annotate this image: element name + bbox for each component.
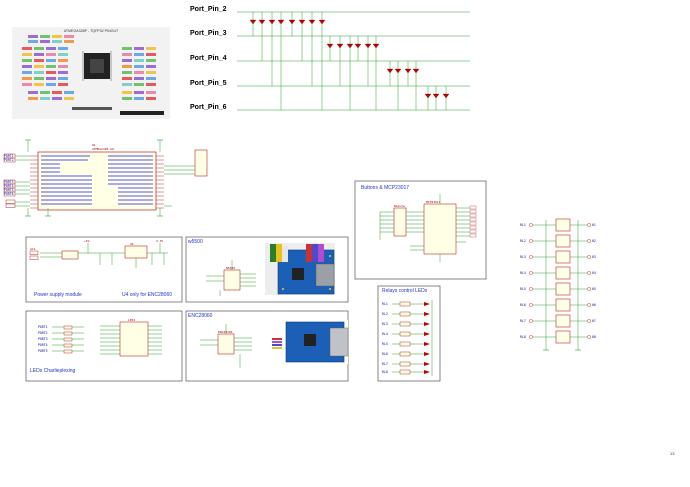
relay-net-8: RL8	[520, 335, 526, 339]
port-pin-4-label: Port_Pin_4	[190, 55, 227, 62]
relay-led-net-5: RL5	[382, 342, 388, 346]
enc-chip-label: ENC28J60	[218, 330, 233, 334]
relay-out-6: 06	[592, 303, 596, 307]
relay-led-net-7: RL7	[382, 362, 388, 366]
w5500-circuit	[206, 243, 335, 296]
port-pin-2-label: Port_Pin_2	[190, 6, 227, 13]
mcu-ref: U1	[92, 143, 96, 147]
section-frames	[25, 180, 487, 382]
port-pin-6-label: Port_Pin_6	[190, 104, 227, 111]
led-port-1: PORT1	[38, 325, 48, 329]
pinout-art	[22, 35, 164, 115]
led-driver-label: LED1	[128, 318, 136, 322]
relay-net-3: RL3	[520, 255, 526, 259]
mcu-block	[3, 139, 208, 217]
relay-led-net-3: RL3	[382, 322, 388, 326]
led-port-3: PORT3	[38, 337, 48, 341]
relay-led-net-8: RL8	[382, 370, 388, 374]
enc-circuit	[200, 320, 349, 368]
charlie-circuit	[52, 321, 162, 357]
mcu-net-port5: PORT5	[4, 188, 14, 192]
relay-out-8: 08	[592, 335, 596, 339]
mcu-part: ATMEGA328-AU	[92, 147, 114, 151]
led-port-5: PORT5	[38, 349, 48, 353]
relay-net-4: RL4	[520, 271, 526, 275]
port-bus-lines	[237, 11, 470, 111]
w5500-chip-label: W5500	[226, 266, 236, 270]
relay-net-1: RL1	[520, 223, 526, 227]
mcu-net-port6: PORT6	[4, 192, 14, 196]
regulator-label: U2	[130, 242, 134, 246]
reg-out-label: 3.3V	[156, 239, 164, 243]
relay-out-3: 03	[592, 255, 596, 259]
relay-out-2: 02	[592, 239, 596, 243]
led-port-2: PORT2	[38, 331, 48, 335]
baluta-label: Baluta	[394, 204, 405, 208]
leds-caption: LEDs Charlieplexing	[30, 368, 76, 374]
relay-led-net-1: RL1	[382, 302, 388, 306]
relay-led-net-4: RL4	[382, 332, 388, 336]
pinout-diagram: ATMEGA328P - TQFP32 PINOUT	[12, 27, 170, 119]
relay-out-4: 04	[592, 271, 596, 275]
relay-led-net-6: RL6	[382, 352, 388, 356]
charlieplex-leds	[249, 19, 450, 99]
mcu-net-port1: PORT1	[4, 154, 14, 158]
power-in-label: AC1	[30, 247, 36, 251]
dupont-wires	[270, 244, 324, 262]
mcu-net-port2: PORT2	[4, 158, 14, 162]
enc-caption: ENC28060	[188, 313, 213, 319]
buttons-caption: Buttons & MCP23017	[361, 185, 410, 191]
relay-net-6: RL6	[520, 303, 526, 307]
relay-led-circuit	[392, 300, 433, 376]
led-port-4: PORT4	[38, 343, 48, 347]
w5500-caption: w5500	[188, 239, 203, 245]
relay-out-7: 07	[592, 319, 596, 323]
mcp-chip-label: MCP23017	[426, 200, 441, 204]
power-supply-circuit	[29, 243, 168, 268]
relay-net-2: RL2	[520, 239, 526, 243]
relay-out-5: 05	[592, 287, 596, 291]
power-supply-caption: Power supply module	[34, 292, 82, 298]
enc-note-caption: U4 only for ENC28060	[122, 292, 173, 298]
mcu-net-port4: PORT4	[4, 184, 14, 188]
relay-out-1: 01	[592, 223, 596, 227]
relays-caption: Relays control LEDs	[382, 288, 428, 294]
v5-label: +5V	[84, 239, 90, 243]
relay-array	[529, 218, 591, 351]
page-number: 13	[670, 451, 675, 456]
relay-led-net-2: RL2	[382, 312, 388, 316]
port-pin-3-label: Port_Pin_3	[190, 30, 227, 37]
mcp-circuit	[379, 194, 477, 262]
relay-net-7: RL7	[520, 319, 526, 323]
pinout-title: ATMEGA328P - TQFP32 PINOUT	[63, 29, 119, 33]
port-pin-5-label: Port_Pin_5	[190, 80, 227, 87]
relay-net-5: RL5	[520, 287, 526, 291]
mcu-net-port3: PORT3	[4, 180, 14, 184]
enc-header-wires	[272, 338, 282, 349]
